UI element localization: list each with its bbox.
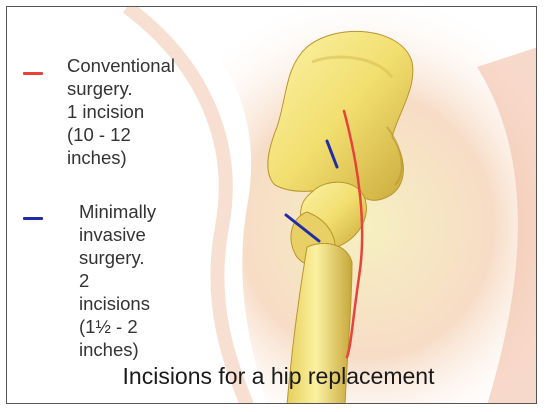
legend-conventional-swatch: [23, 72, 43, 75]
legend-minimally-invasive-swatch: [23, 217, 43, 220]
caption: Incisions for a hip replacement: [7, 363, 537, 390]
legend-conventional-text: Conventional surgery. 1 incision (10 - 1…: [67, 54, 175, 169]
legend-minimally-invasive-text: Minimally invasive surgery. 2 incisions …: [79, 200, 156, 361]
diagram-frame: Conventional surgery. 1 incision (10 - 1…: [6, 6, 537, 404]
